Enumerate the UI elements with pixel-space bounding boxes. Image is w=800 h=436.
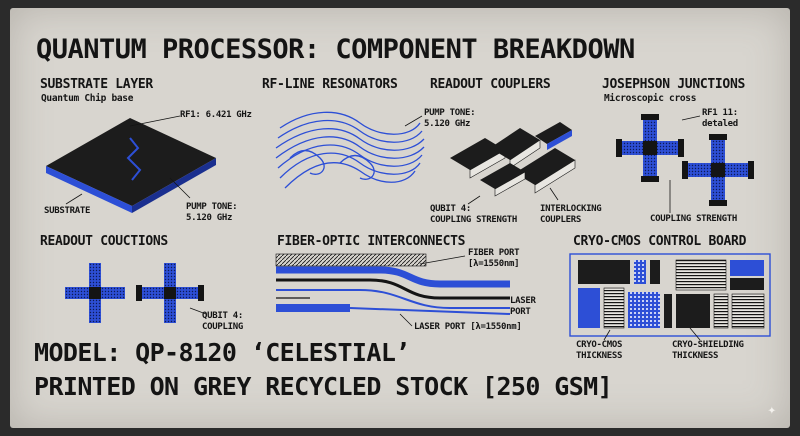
laser-label: LASER — [510, 296, 536, 306]
rf-pump-tone-label: PUMP TONE: — [424, 108, 476, 118]
cryo-shielding-label: CRYO-SHIELDING — [672, 340, 744, 350]
printed-line: PRINTED ON GREY RECYCLED STOCK [250 GSM] — [34, 372, 613, 401]
josephson-coupling-label: COUPLING STRENGTH — [650, 214, 738, 224]
rf-pump-tone-value: 5.120 GHz — [424, 119, 471, 129]
substrate-header: SUBSTRATE LAYER — [40, 77, 153, 92]
cryo-cmos-header: CRYO-CMOS CONTROL BOARD — [573, 234, 747, 249]
model-line: MODEL: QP-8120 ‘CELESTIAL’ — [34, 338, 410, 367]
laser-port-short-label: PORT — [510, 307, 531, 317]
interlocking-label: INTERLOCKING — [540, 204, 602, 214]
fiber-port-label: FIBER PORT — [468, 248, 520, 258]
substrate-pump-tone-label: PUMP TONE: — [186, 202, 238, 212]
cryo-shielding-sub: THICKNESS — [672, 351, 719, 361]
substrate-subtitle: Quantum Chip base — [41, 93, 134, 104]
readout-couplers-header: READOUT COUPLERS — [430, 77, 551, 92]
couction-qubit-label: QUBIT 4: — [202, 311, 243, 321]
sparkle-icon: ✦ — [767, 402, 776, 418]
cryo-cmos-thickness-sub: THICKNESS — [576, 351, 623, 361]
laser-port-label: LASER PORT [λ=1550nm] — [414, 322, 522, 332]
readout-coupling-label: COUPLING STRENGTH — [430, 215, 518, 225]
readout-qubit-label: QUBIT 4: — [430, 204, 471, 214]
substrate-pump-tone-value: 5.120 GHz — [186, 213, 233, 223]
substrate-label: SUBSTRATE — [44, 206, 91, 216]
readout-couction-cross-illustration — [65, 263, 207, 323]
josephson-subtitle: Microscopic cross — [604, 93, 697, 104]
cryo-cmos-thickness-label: CRYO-CMOS — [576, 340, 623, 350]
illustrations — [46, 111, 771, 341]
couplers-label: COUPLERS — [540, 215, 581, 225]
readout-couctions-header: READOUT COUCTIONS — [40, 234, 168, 249]
rf-line-header: RF-LINE RESONATORS — [262, 77, 398, 92]
josephson-detail-label: detaled — [702, 119, 738, 129]
fiber-optic-illustration — [275, 253, 511, 327]
couction-coupling-label: COUPLING — [202, 322, 243, 332]
rf-resonator-illustration — [275, 111, 425, 189]
fiber-optic-header: FIBER-OPTIC INTERCONNECTS — [277, 234, 466, 249]
josephson-cross-illustration — [616, 114, 754, 213]
substrate-chip-illustration — [46, 115, 216, 213]
josephson-header: JOSEPHSON JUNCTIONS — [602, 77, 746, 92]
fiber-port-wavelength: [λ=1550nm] — [468, 259, 520, 269]
cryo-cmos-board-illustration — [569, 253, 771, 341]
page-title: QUANTUM PROCESSOR: COMPONENT BREAKDOWN — [36, 34, 635, 65]
substrate-rf1-label: RF1: 6.421 GHz — [180, 110, 252, 120]
josephson-rf1-label: RF1 11: — [702, 108, 738, 118]
poster-card: QUANTUM PROCESSOR: COMPONENT BREAKDOWN S… — [10, 8, 790, 428]
readout-coupler-illustration — [450, 122, 576, 205]
